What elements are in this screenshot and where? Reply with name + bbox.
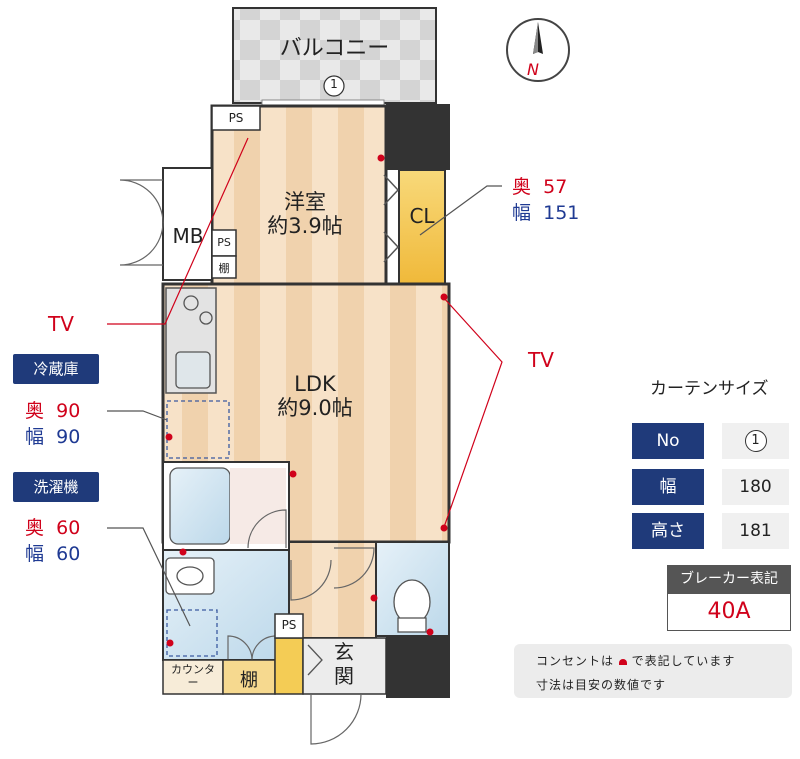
washer-depth-label: 奥 bbox=[25, 517, 45, 539]
outlet bbox=[179, 548, 187, 556]
outlet bbox=[426, 628, 434, 636]
western-room-name: 洋室 bbox=[284, 190, 326, 214]
ps-label: PS bbox=[281, 618, 297, 632]
closet-depth-value: 57 bbox=[543, 176, 568, 198]
counter-label: カウンター bbox=[171, 663, 215, 689]
curtain-no-circle: 1 bbox=[744, 430, 767, 452]
curtain-row-value: 1 bbox=[722, 423, 789, 459]
curtain-title: カーテンサイズ bbox=[650, 379, 769, 399]
closet-depth-label: 奥 bbox=[512, 176, 532, 198]
compass-north-label: N bbox=[527, 60, 539, 79]
closet-dims: 奥 57 幅 151 bbox=[512, 174, 579, 226]
closet-width-value: 151 bbox=[543, 202, 580, 224]
fridge-depth-value: 90 bbox=[56, 400, 81, 422]
western-room-label: 洋室 約3.9帖 bbox=[250, 190, 360, 238]
tv-label: TV bbox=[528, 348, 554, 372]
balcony bbox=[232, 7, 437, 107]
outlet bbox=[377, 154, 385, 162]
curtain-row-label: 高さ bbox=[632, 513, 704, 549]
outlet bbox=[166, 639, 174, 647]
closet-label: CL bbox=[409, 204, 435, 228]
curtain-row-value: 181 bbox=[722, 513, 789, 549]
washer-space bbox=[166, 609, 218, 657]
curtain-row-value: 180 bbox=[722, 469, 789, 505]
compass-icon bbox=[506, 18, 570, 82]
fridge-space bbox=[166, 400, 230, 459]
fridge-badge: 冷蔵庫 bbox=[13, 354, 99, 384]
western-room bbox=[210, 104, 388, 286]
outlet-legend-icon bbox=[618, 658, 627, 665]
fridge-dims: 奥 90 幅 90 bbox=[25, 398, 80, 450]
note-text: 寸法は目安の数値です bbox=[536, 678, 667, 692]
washer-depth-value: 60 bbox=[56, 517, 81, 539]
ldk-name: LDK bbox=[294, 372, 336, 396]
western-room-size: 約3.9帖 bbox=[267, 214, 343, 238]
notes-line-1: コンセントは で表記しています bbox=[536, 652, 735, 669]
washer-dims: 奥 60 幅 60 bbox=[25, 515, 80, 567]
curtain-row-label: 幅 bbox=[632, 469, 704, 505]
ps-label: PS bbox=[228, 111, 244, 125]
shelf-small-label: 棚 bbox=[218, 262, 230, 275]
pillar-top bbox=[386, 104, 450, 170]
outlet bbox=[370, 594, 378, 602]
closet-width-label: 幅 bbox=[512, 202, 532, 224]
note-text: で表記しています bbox=[631, 654, 736, 668]
fridge-width-value: 90 bbox=[56, 426, 81, 448]
fridge-width-label: 幅 bbox=[25, 426, 45, 448]
balcony-label: バルコニー bbox=[279, 36, 390, 61]
washer-width-label: 幅 bbox=[25, 543, 45, 565]
outlet bbox=[440, 293, 448, 301]
outlet bbox=[165, 433, 173, 441]
breaker-value: 40A bbox=[667, 593, 791, 631]
entrance-label: 玄関 bbox=[334, 640, 354, 688]
ldk-size: 約9.0帖 bbox=[277, 396, 353, 420]
washer-badge: 洗濯機 bbox=[13, 472, 99, 502]
ps-label: PS bbox=[217, 236, 231, 249]
tv-label: TV bbox=[48, 312, 74, 336]
ldk-label: LDK 約9.0帖 bbox=[255, 372, 375, 420]
notes-box: コンセントは で表記しています 寸法は目安の数値です bbox=[514, 644, 792, 698]
mb-label: MB bbox=[172, 224, 204, 248]
window-number: 1 bbox=[330, 77, 338, 91]
outlet bbox=[289, 470, 297, 478]
washer-width-value: 60 bbox=[56, 543, 81, 565]
fridge-depth-label: 奥 bbox=[25, 400, 45, 422]
outlet-markers bbox=[165, 154, 448, 647]
shelf-label: 棚 bbox=[240, 670, 258, 691]
breaker-title: ブレーカー表記 bbox=[667, 565, 791, 593]
pillar-bottom bbox=[386, 636, 450, 698]
curtain-row-label: No bbox=[632, 423, 704, 459]
ps-shaft bbox=[274, 637, 304, 695]
note-text: コンセントは bbox=[536, 654, 615, 668]
